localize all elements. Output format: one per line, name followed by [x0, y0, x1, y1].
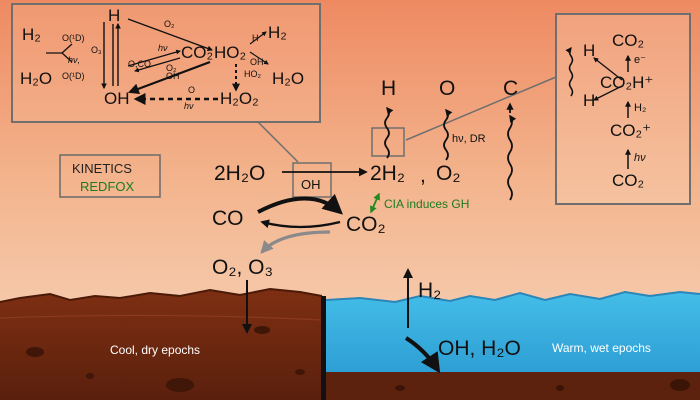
inset-o3-label: O₃ — [91, 45, 102, 55]
rock — [86, 373, 94, 379]
inset-h2o2-label: H₂O₂ — [220, 89, 259, 108]
legend-box — [59, 154, 161, 198]
right-inset-box — [555, 13, 691, 205]
right-inset-h-label-a: H — [583, 41, 596, 60]
inset-arrow — [593, 57, 623, 81]
inset-arrow — [127, 60, 211, 95]
inset-o-small-label: O — [188, 85, 196, 95]
oh-h2o-curved-arrow — [404, 336, 441, 374]
co2-to-co-arrow — [260, 219, 341, 229]
escape-squiggle-o — [443, 108, 453, 161]
right-inset-h-label-b: H — [583, 91, 596, 110]
right-inset-co2-bottom-label: CO₂ — [612, 171, 645, 190]
inset-hv-label-a: hν, — [68, 55, 81, 65]
main-comma: , — [420, 164, 426, 187]
rock — [395, 385, 405, 391]
main-oh-label: OH — [301, 177, 321, 192]
cia-arrow — [370, 192, 380, 214]
photon-squiggle — [565, 46, 574, 97]
inset-oh-label: OH — [104, 89, 130, 108]
escape-o-label: O — [439, 77, 456, 100]
co-to-co2-arrow — [257, 193, 343, 215]
inset-oh-label-b: OH — [166, 71, 180, 81]
zoom-line-right — [405, 76, 557, 141]
rock — [254, 326, 270, 334]
escape-squiggle-c — [507, 114, 517, 201]
right-inset-h2-label: H₂ — [634, 102, 647, 114]
legend-redfox: REDFOX — [80, 179, 135, 194]
main-o2-label: O₂ — [436, 162, 461, 185]
inset-ho2-label: HO₂ — [214, 43, 247, 62]
inset-h2o-label: H₂O — [20, 69, 53, 88]
right-inset-co2plus-label: CO₂⁺ — [610, 121, 652, 140]
soil-right — [326, 372, 700, 400]
cool-dry-label: Cool, dry epochs — [110, 343, 201, 357]
main-h2-label: 2H₂ — [370, 162, 405, 185]
epoch-divider — [321, 296, 326, 400]
surface-h2-label: H₂ — [418, 279, 442, 302]
warm-wet-label: Warm, wet epochs — [552, 341, 651, 355]
rock — [295, 369, 305, 375]
inset-h2o-label-b: H₂O — [272, 69, 305, 88]
co2-to-o2-arrow — [260, 230, 331, 254]
escape-squiggle-h — [384, 106, 394, 159]
soil-left-ridge — [0, 287, 323, 303]
right-inset-co2h-label: CO₂H⁺ — [600, 73, 654, 92]
inset-h2-label-b: H₂ — [268, 23, 287, 42]
rock — [670, 379, 690, 391]
inset-arrow — [593, 85, 623, 101]
main-co2-label: CO₂ — [346, 213, 386, 236]
inset-o-co-label: O,CO — [128, 59, 152, 69]
main-h2o-label: 2H₂O — [214, 162, 266, 185]
inset-h-small-label: H — [252, 33, 259, 43]
inset-arrow — [127, 18, 214, 52]
main-o2o3-label: O₂, O₃ — [212, 256, 274, 279]
escape-c-label: C — [503, 77, 519, 100]
escape-h-label: H — [381, 77, 397, 100]
zoom-line-left — [257, 121, 299, 163]
inset-hv-label-b: hν — [158, 43, 168, 53]
inset-oh-label-c: OH — [250, 57, 264, 67]
water-surface — [325, 290, 700, 304]
inset-hv-label-c: hν — [184, 101, 194, 111]
inset-o2-label-b: O₂ — [166, 63, 177, 73]
right-inset-e-label: e⁻ — [634, 54, 646, 66]
rock — [166, 378, 194, 392]
inset-arrow — [134, 57, 181, 73]
inset-co2-label: CO₂ — [181, 43, 214, 62]
right-inset-co2-top-label: CO₂ — [612, 31, 645, 50]
oh-h2o-label: OH, H₂O — [438, 337, 521, 360]
inset-arrow — [249, 51, 269, 65]
inset-arrow — [249, 31, 267, 45]
inset-h2-label: H₂ — [22, 25, 41, 44]
water-body — [326, 292, 700, 372]
soil-strata — [0, 314, 323, 321]
hv-dr-label: hν, DR — [452, 133, 486, 145]
main-co-label: CO — [212, 207, 244, 230]
right-inset-hv-label: hν — [634, 152, 646, 164]
rock — [556, 385, 564, 391]
inset-ho2-label-b: HO₂ — [244, 69, 261, 79]
inset-h-label: H — [108, 6, 121, 25]
inset-arrow — [127, 49, 181, 67]
cia-label: CIA induces GH — [384, 197, 470, 211]
inset-branch — [46, 43, 73, 63]
inset-o1d-label-a: O(¹D) — [62, 33, 85, 43]
inset-o1d-label-b: O(¹D) — [62, 71, 85, 81]
inset-o2-label: O₂ — [164, 19, 175, 29]
legend-kinetics: KINETICS — [72, 161, 132, 176]
rock — [26, 347, 44, 357]
